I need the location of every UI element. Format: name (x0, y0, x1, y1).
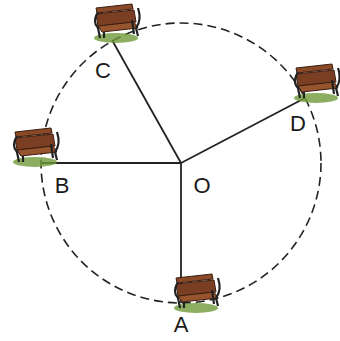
point-label: A (174, 314, 189, 336)
path-circle (41, 23, 321, 303)
center-label: O (193, 175, 210, 197)
bench (13, 128, 59, 167)
point-label: B (55, 175, 70, 197)
bench (94, 4, 140, 43)
point-label: C (95, 60, 111, 82)
radii (42, 40, 305, 303)
point-label: D (290, 113, 306, 135)
bench (174, 274, 220, 313)
bench (294, 64, 340, 103)
